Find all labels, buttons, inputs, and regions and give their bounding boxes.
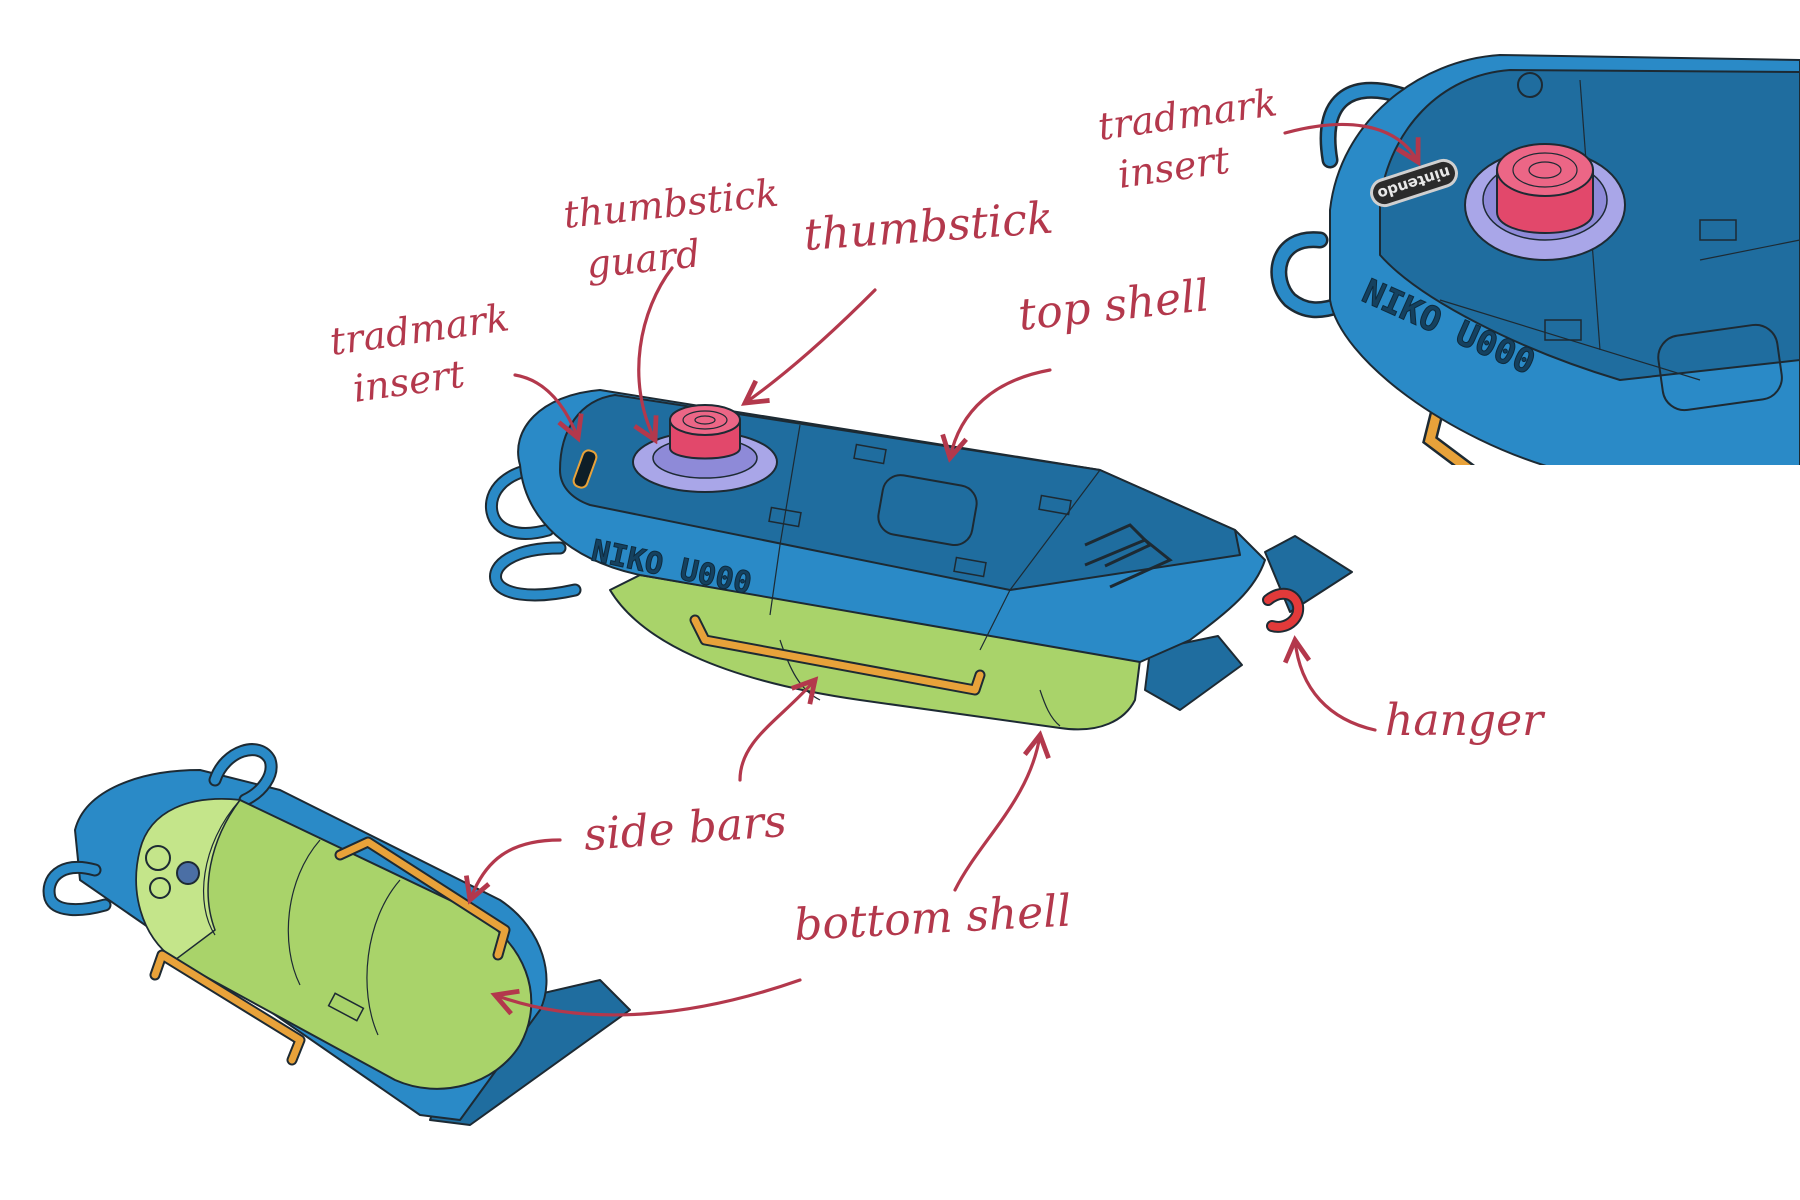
label-thumbstick-guard-line2: guard <box>584 231 702 287</box>
label-side-bars: side bars <box>582 796 788 861</box>
arrow-thumbstick <box>745 290 875 403</box>
label-trademark-insert-inset-line1: tradmark <box>1095 80 1280 149</box>
label-trademark-insert-line1: tradmark <box>327 295 512 364</box>
label-thumbstick: thumbstick <box>802 193 1055 261</box>
arrow-bottom-shell-main <box>955 735 1040 890</box>
label-trademark-insert-line2: insert <box>350 352 468 411</box>
label-top-shell: top shell <box>1016 270 1212 341</box>
label-trademark-insert-inset-line2: insert <box>1115 138 1233 197</box>
inset-closeup: nintendo NIKO U000 <box>1279 55 1800 470</box>
label-bottom-shell: bottom shell <box>793 886 1073 951</box>
port-3 <box>150 878 170 898</box>
port-2 <box>177 862 199 884</box>
label-hanger: hanger <box>1385 695 1546 746</box>
arrow-hanger <box>1295 640 1375 730</box>
main-device: NIKO U000 <box>491 390 1352 729</box>
label-thumbstick-guard-line1: thumbstick <box>561 171 780 237</box>
arrow-top-shell <box>950 370 1050 458</box>
arrow-side-bars-main <box>740 680 815 780</box>
underside-device <box>49 750 630 1125</box>
port-1 <box>146 846 170 870</box>
